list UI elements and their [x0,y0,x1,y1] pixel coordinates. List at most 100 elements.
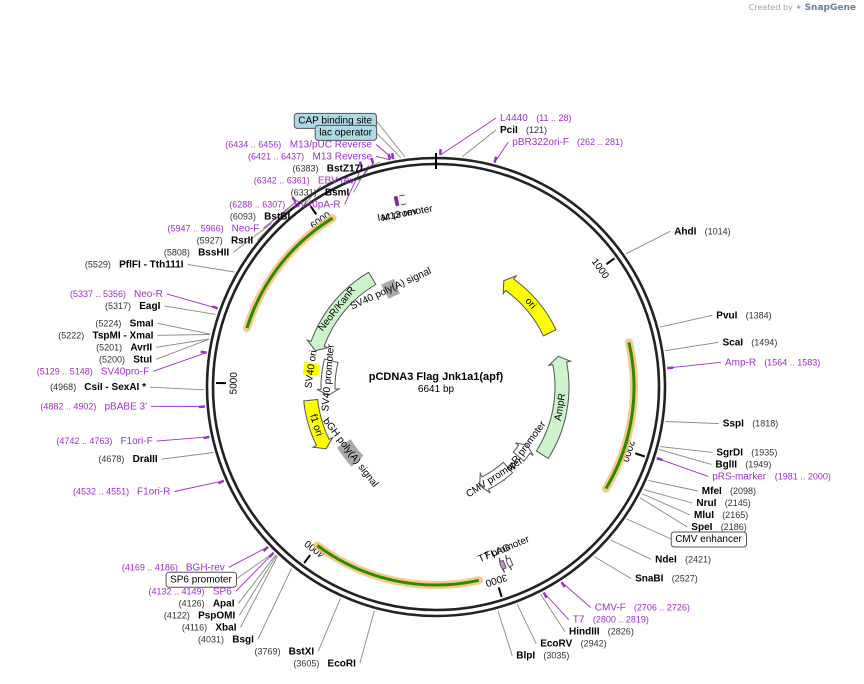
site-tspmi-xmai[interactable]: TspMI - XmaI(5222) [58,330,153,341]
site-pbabe-3[interactable]: pBABE 3'(4882 .. 4902) [40,401,147,412]
site-position: (6434 .. 6456) [225,139,281,149]
site-name: CAP binding site [298,115,372,126]
site-mfei[interactable]: MfeI(2098) [702,486,756,497]
site-pcii[interactable]: PciI(121) [500,125,547,136]
site-mlui[interactable]: MluI(2165) [694,510,748,521]
site-prs-marker[interactable]: pRS-marker(1981 .. 2000) [712,471,831,482]
leader-line [660,314,713,328]
site-bsgi[interactable]: BsgI(4031) [198,634,254,645]
feature-label-bgh-poly-a-signal: bGH poly(A) signal [320,416,380,489]
site-scai[interactable]: ScaI(1494) [723,337,778,348]
primer-marker [560,581,566,588]
feature-sv40-poly-a-signal-fill [381,279,400,299]
site-position: (121) [526,125,547,135]
site-bgh-rev[interactable]: BGH-rev(4169 .. 4186) [122,562,225,573]
feature-neor-kanr [305,271,377,352]
site-m13-reverse[interactable]: M13 Reverse(6421 .. 6437) [248,151,372,162]
site-stui[interactable]: StuI(5200) [99,354,152,365]
site-sp6[interactable]: SP6 (4132 .. 4149) [148,586,232,597]
leader-line [166,293,218,309]
site-ndei[interactable]: NdeI(2421) [655,554,711,565]
site-name: EcoRV [540,639,572,650]
site-pbr322ori-f[interactable]: pBR322ori-F(262 .. 281) [512,137,623,148]
site-position: (2165) [722,510,748,520]
site-position: (4132 .. 4149) [148,586,204,596]
site-sv40pa-r[interactable]: SV40pA-R(6288 .. 6307) [229,199,340,210]
site-neo-f[interactable]: Neo-F(5947 .. 5966) [168,223,260,234]
site-name: HindIII [569,627,600,638]
site-ahdi[interactable]: AhdI(1014) [674,226,730,237]
site-position: (1981 .. 2000) [775,471,831,481]
site-bglii[interactable]: BglII(1949) [715,459,771,470]
site-bsshii[interactable]: BssHII(5808) [164,247,230,258]
primer-marker [262,545,269,552]
site-xbai[interactable]: XbaI(4116) [182,622,237,633]
leader-line [257,568,292,640]
site-csii-sexai[interactable]: CsiI - SexAI *(4968) [50,382,146,393]
site-sspi[interactable]: SspI(1818) [723,419,778,430]
site-position: (3769) [254,646,280,656]
site-draiii[interactable]: DraIII(4678) [98,454,158,465]
site-snabi[interactable]: SnaBI(2527) [635,574,698,585]
site-cmv-enhancer[interactable]: CMV enhancer [670,531,748,548]
feature-lac-promoter-fill [399,195,407,205]
ruler-tick [634,452,646,458]
site-neo-r[interactable]: Neo-R(5337 .. 5356) [70,289,163,300]
site-f1ori-r[interactable]: F1ori-R(4532 .. 4551) [73,487,170,498]
site-pspomi[interactable]: PspOMI(4122) [164,610,236,621]
site-spei[interactable]: SpeI(2186) [691,522,746,533]
plasmid-name: pCDNA3 Flag Jnk1a1(apf) [369,371,504,383]
site-name: BlpI [516,651,535,662]
site-bstz17i[interactable]: BstZ17I(6383) [292,163,363,174]
site-blpi[interactable]: BlpI(3035) [516,651,569,662]
site-hindiii[interactable]: HindIII(2826) [569,627,634,638]
site-l4440[interactable]: L4440(11 .. 28) [500,113,572,124]
site-position: (11 .. 28) [536,113,571,123]
site-pvui[interactable]: PvuI(1384) [716,310,771,321]
site-position: (1564 .. 1583) [764,357,820,367]
site-ecori[interactable]: EcoRI(3605) [293,658,356,669]
site-amp-r[interactable]: Amp-R (1564 .. 1583) [725,357,820,368]
site-name: BglII [715,459,737,470]
site-bsmi[interactable]: BsmI(6331) [291,187,350,198]
site-name: TspMI - XmaI [92,330,153,341]
site-name: Amp-R [725,357,756,368]
primer-marker [268,551,275,558]
site-rsrii[interactable]: RsrII(5927) [197,235,254,246]
ruler-tick [303,554,311,564]
site-m13-puc-reverse[interactable]: M13/pUC Reverse(6434 .. 6456) [225,139,372,150]
site-sv40pro-f[interactable]: SV40pro-F(5129 .. 5148) [37,366,149,377]
site-t7[interactable]: T7(2800 .. 2819) [573,615,649,626]
feature-t7-promoter [505,555,514,571]
site-position: (4882 .. 4902) [40,401,96,411]
site-pflfi-tth111i[interactable]: PflFI - Tth111I(5529) [85,259,184,270]
site-name: CMV-F [595,603,626,614]
site-f1ori-f[interactable]: F1ori-F(4742 .. 4763) [56,436,152,447]
site-lac-operator[interactable]: lac operator [314,124,378,141]
leader-line [665,341,719,352]
site-ecorv[interactable]: EcoRV(2942) [540,639,606,650]
site-position: (5317) [105,301,131,311]
label-box [165,571,237,588]
site-nrui[interactable]: NruI(2145) [696,498,750,509]
site-cmv-f[interactable]: CMV-F (2706 .. 2726) [595,603,690,614]
site-bstxi[interactable]: BstXI(3769) [254,646,314,657]
site-name: T7 [573,615,585,626]
site-sgrdi[interactable]: SgrDI(1935) [716,447,777,458]
site-position: (5200) [99,354,125,364]
site-name: AvrII [130,342,152,353]
site-smai[interactable]: SmaI(5224) [95,318,153,329]
site-sp6-promoter[interactable]: SP6 promoter [165,571,237,588]
site-eagi[interactable]: EagI(5317) [105,301,161,312]
site-avrii[interactable]: AvrII(5201) [96,342,152,353]
feature-f1-ori [303,398,334,450]
site-name: SP6 [213,586,232,597]
site-bstbi[interactable]: BstBI(6093) [230,211,291,222]
site-position: (2421) [685,554,711,564]
site-apai[interactable]: ApaI(4126) [179,598,235,609]
feature-sv40-ori-fill [303,362,320,376]
site-position: (2706 .. 2726) [634,603,690,613]
site-ebv-rev[interactable]: EBV-rev(6342 .. 6361) [254,175,355,186]
site-name: SV40pA-R [293,199,340,210]
feature-cmv-promoter [479,461,514,494]
